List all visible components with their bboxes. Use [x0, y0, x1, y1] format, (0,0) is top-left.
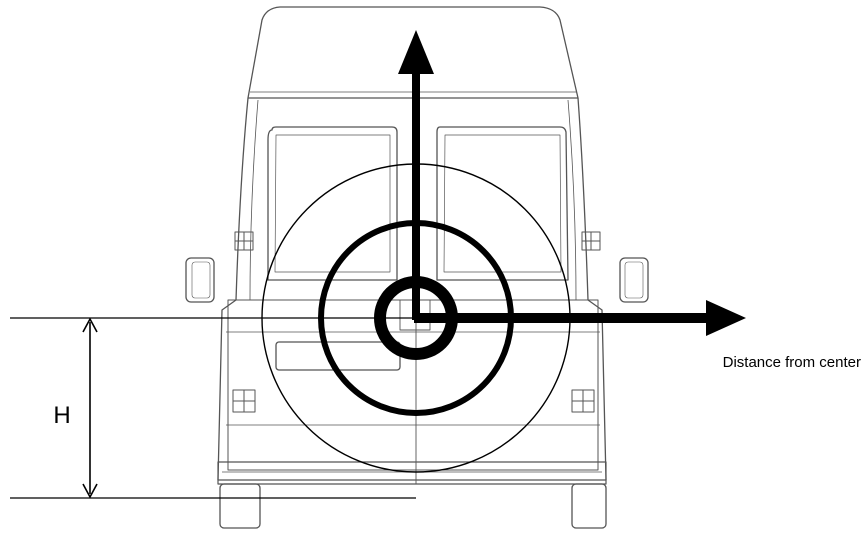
right-arrow-head	[706, 300, 746, 336]
height-arrow-top	[82, 317, 98, 333]
vertical-axis	[398, 30, 434, 320]
hinge-upper-right	[581, 231, 601, 251]
left-mirror	[185, 257, 215, 303]
hinge-lower-right	[571, 389, 595, 413]
horizontal-axis	[414, 300, 746, 336]
left-window	[267, 126, 398, 281]
van-body	[217, 97, 607, 481]
left-wheel	[219, 483, 261, 529]
horizontal-axis-label: Distance from center	[723, 354, 861, 371]
right-mirror	[619, 257, 649, 303]
hinge-lower-left	[232, 389, 256, 413]
up-arrow-head	[398, 30, 434, 74]
height-label: H	[53, 402, 70, 429]
height-arrow-bottom	[82, 483, 98, 499]
right-window	[436, 126, 569, 281]
right-wheel	[571, 483, 607, 529]
height-dimension	[10, 317, 416, 499]
van-roof	[247, 6, 579, 99]
hinge-upper-left	[234, 231, 254, 251]
license-plate	[275, 341, 401, 371]
